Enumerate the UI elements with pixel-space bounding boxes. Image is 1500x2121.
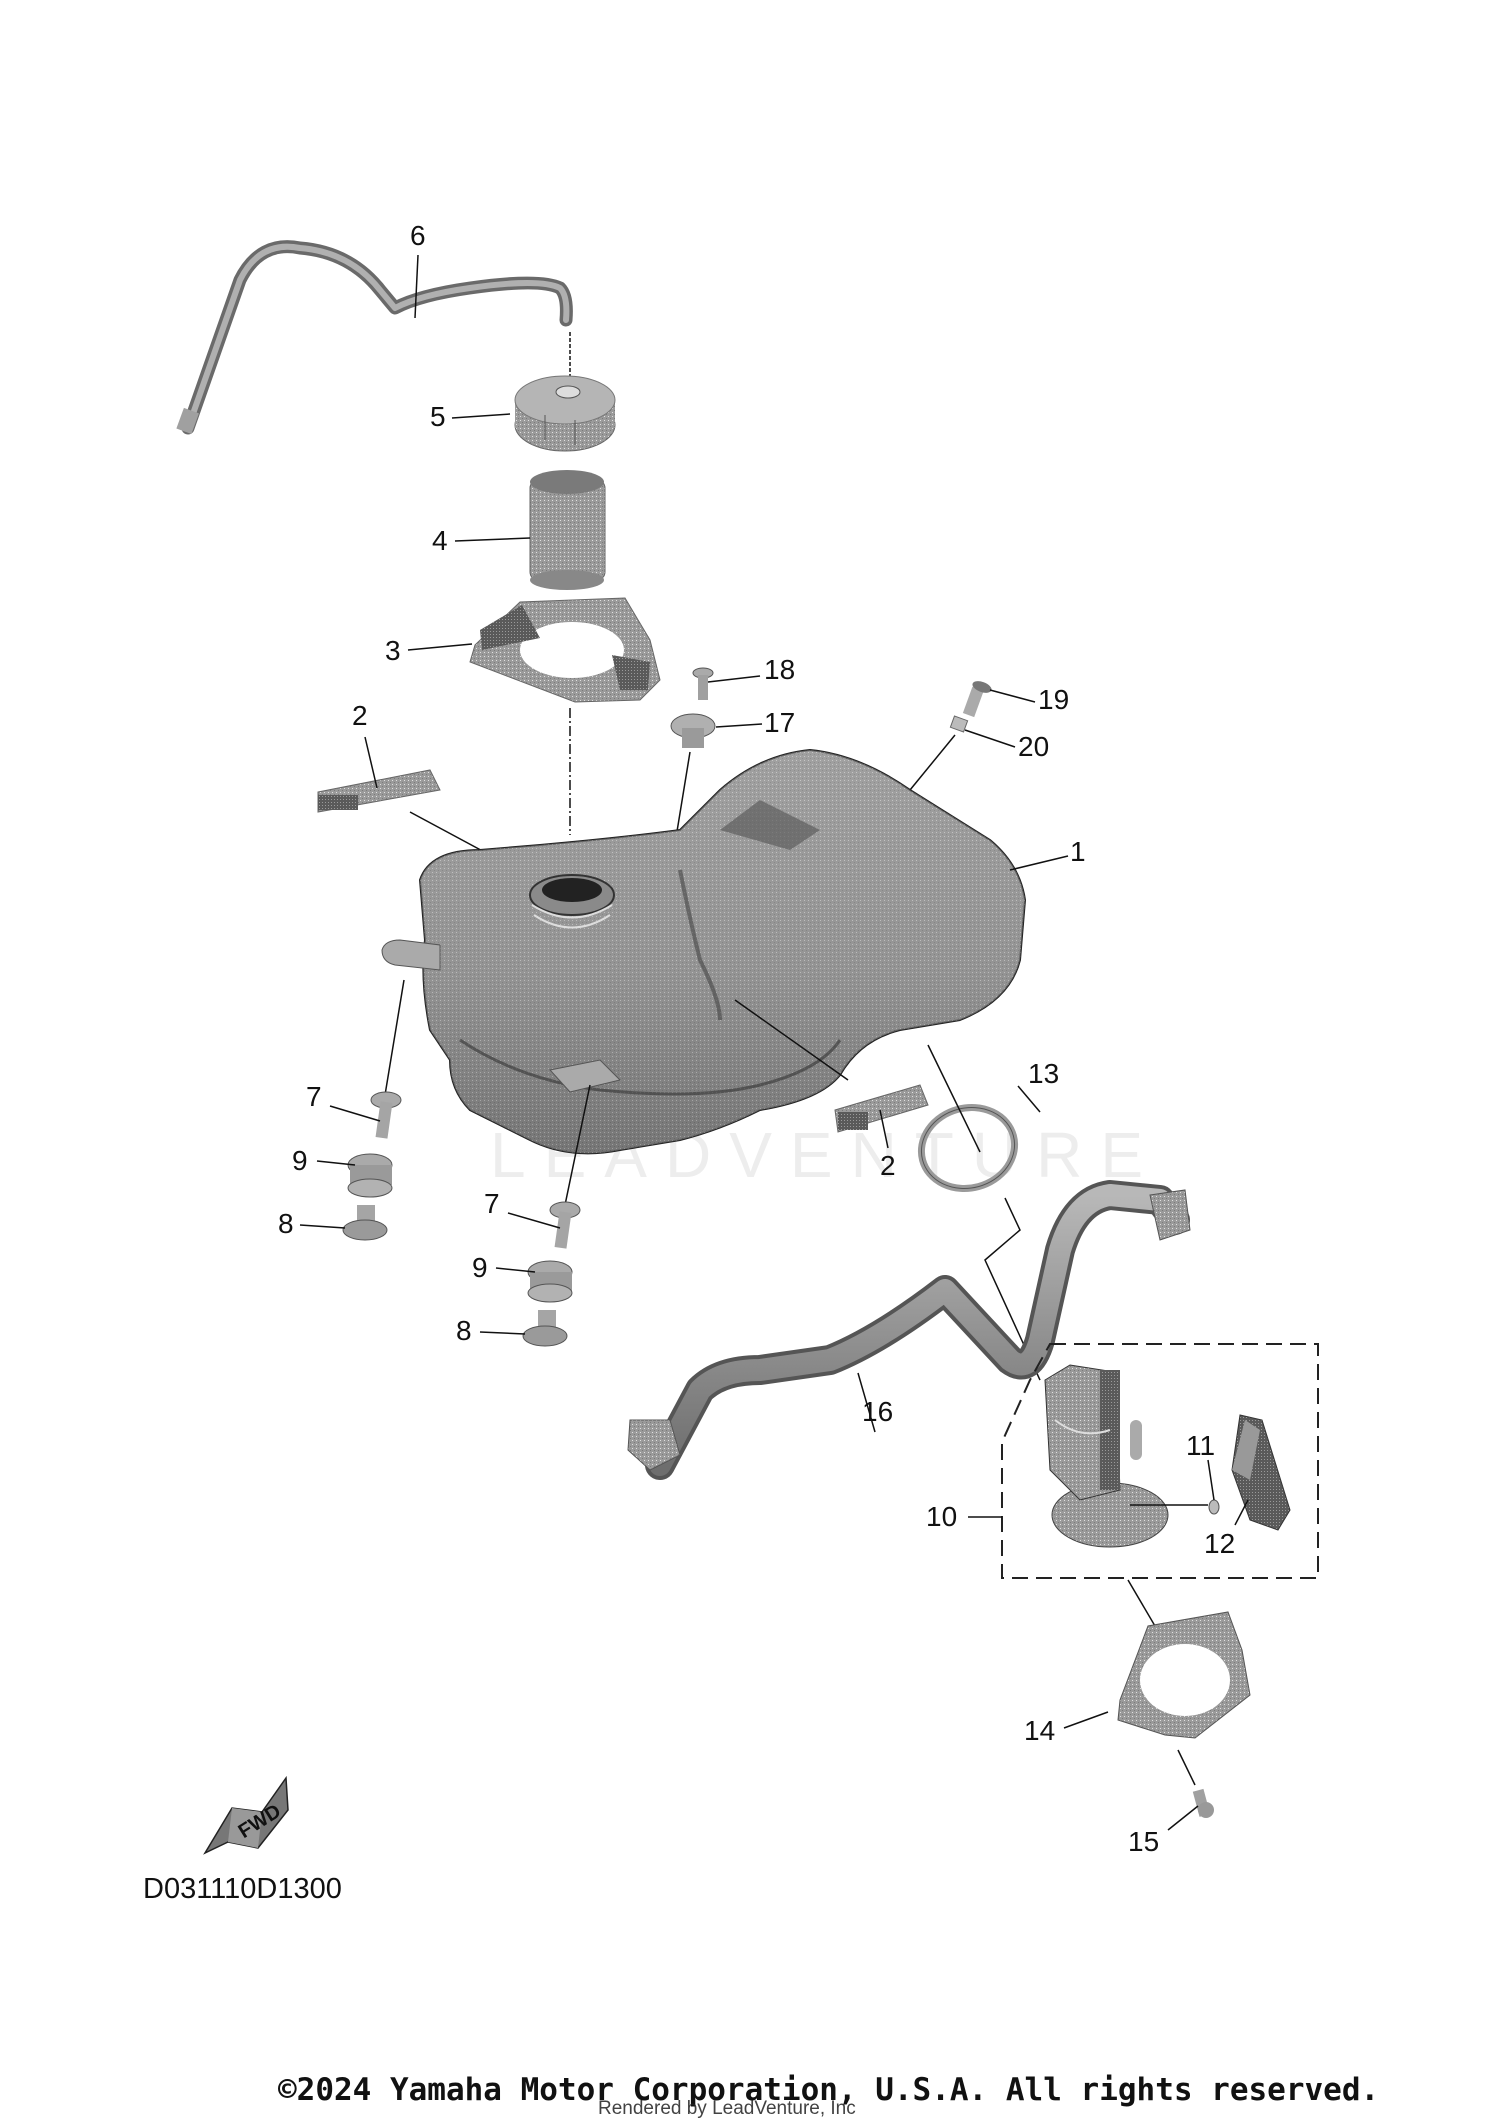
callout-12[interactable]: 12 — [1204, 1528, 1236, 1559]
o-ring-part[interactable] — [912, 1097, 1024, 1199]
breather-hose-part[interactable] — [176, 240, 573, 435]
fwd-arrow-icon: FWD — [203, 1775, 289, 1855]
collar-top-right-part[interactable] — [949, 715, 969, 733]
callout-9-left[interactable]: 9 — [292, 1145, 308, 1176]
collar-left-part[interactable] — [342, 1205, 388, 1241]
grommet-right-part[interactable] — [527, 1260, 573, 1303]
fuel-hose-part[interactable] — [627, 1180, 1191, 1480]
callout-17[interactable]: 17 — [764, 707, 796, 738]
diagram-code: D031110D1300 — [143, 1873, 342, 1905]
callout-7-left[interactable]: 7 — [306, 1081, 322, 1112]
fuel-pump-part[interactable] — [1044, 1364, 1169, 1548]
damper-right-part[interactable] — [834, 1084, 929, 1133]
retainer-bolt-part[interactable] — [1192, 1788, 1214, 1818]
callout-1[interactable]: 1 — [1070, 836, 1086, 867]
callout-3[interactable]: 3 — [385, 635, 401, 666]
copyright-notice: ©2024 Yamaha Motor Corporation, U.S.A. A… — [278, 2072, 1380, 2108]
filler-bracket-part[interactable] — [469, 597, 661, 703]
screw-top-part[interactable] — [692, 667, 714, 700]
callout-2-right[interactable]: 2 — [880, 1150, 896, 1181]
grommet-top-part[interactable] — [670, 713, 716, 748]
callout-6[interactable]: 6 — [410, 220, 426, 251]
callout-16[interactable]: 16 — [862, 1396, 894, 1427]
callout-7-right[interactable]: 7 — [484, 1188, 500, 1219]
callout-9-right[interactable]: 9 — [472, 1252, 488, 1283]
pump-filter-part[interactable] — [1231, 1414, 1291, 1531]
bolt-left-part[interactable] — [370, 1091, 402, 1139]
retainer-plate-part[interactable] — [1117, 1611, 1251, 1739]
callout-2-left[interactable]: 2 — [352, 700, 368, 731]
rendered-by-notice: Rendered by LeadVenture, Inc — [598, 2098, 856, 2119]
callout-19[interactable]: 19 — [1038, 684, 1070, 715]
callout-18[interactable]: 18 — [764, 654, 796, 685]
filler-neck-sleeve-part[interactable] — [529, 470, 606, 590]
callout-8-right[interactable]: 8 — [456, 1315, 472, 1346]
callout-10[interactable]: 10 — [926, 1501, 958, 1532]
damper-left-part[interactable] — [317, 769, 441, 813]
fuel-tank-part[interactable] — [381, 748, 1027, 1155]
callout-11[interactable]: 11 — [1186, 1430, 1216, 1461]
bolt-right-part[interactable] — [549, 1201, 581, 1249]
fuel-cap-part[interactable] — [514, 375, 616, 452]
callout-5[interactable]: 5 — [430, 401, 446, 432]
callout-4[interactable]: 4 — [432, 525, 448, 556]
pump-small-part[interactable] — [1208, 1499, 1220, 1515]
callout-13[interactable]: 13 — [1028, 1058, 1060, 1089]
grommet-left-part[interactable] — [347, 1153, 393, 1198]
collar-right-part[interactable] — [522, 1310, 568, 1347]
bolt-top-right-part[interactable] — [962, 679, 993, 718]
callout-15[interactable]: 15 — [1128, 1826, 1160, 1857]
callout-20[interactable]: 20 — [1018, 731, 1050, 762]
callout-14[interactable]: 14 — [1024, 1715, 1056, 1746]
callout-8-left[interactable]: 8 — [278, 1208, 294, 1239]
